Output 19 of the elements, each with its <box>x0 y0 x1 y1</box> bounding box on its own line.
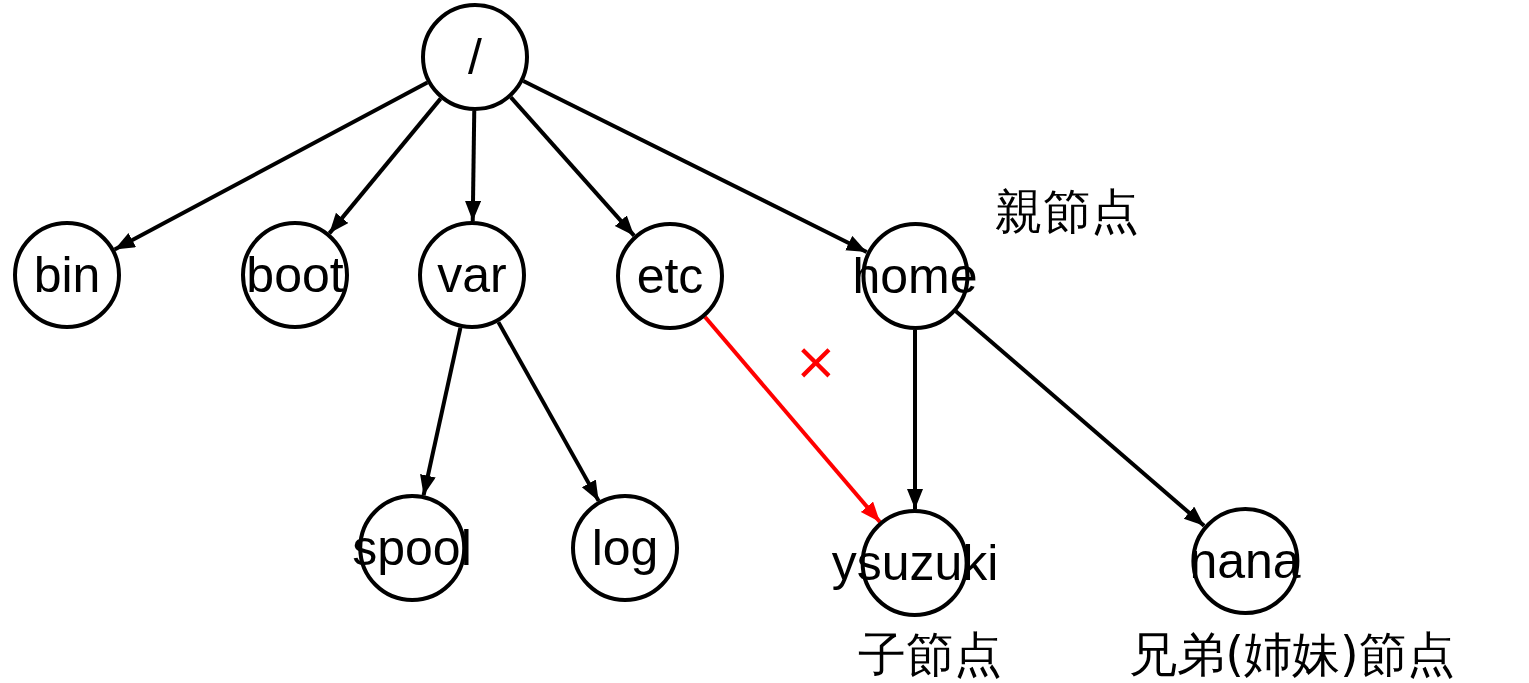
directory-node: log <box>571 494 679 602</box>
arrow <box>420 327 463 496</box>
directory-node: etc <box>616 222 724 330</box>
directory-node: boot <box>241 221 349 329</box>
arrow <box>522 79 868 254</box>
directory-node: var <box>418 221 526 329</box>
arrow <box>465 110 481 222</box>
directory-node: / <box>421 3 529 111</box>
arrow <box>496 321 601 502</box>
node-caption: 兄弟(姉妹)節点 <box>1129 625 1455 683</box>
arrow <box>509 96 636 237</box>
node-caption: 子節点 <box>858 625 1002 683</box>
arrow <box>907 330 923 509</box>
arrow <box>327 97 443 235</box>
arrow <box>954 309 1206 528</box>
directory-node: bin <box>13 221 121 329</box>
arrow <box>703 315 882 524</box>
node-caption: 親節点 <box>995 182 1139 241</box>
arrow <box>113 80 429 252</box>
